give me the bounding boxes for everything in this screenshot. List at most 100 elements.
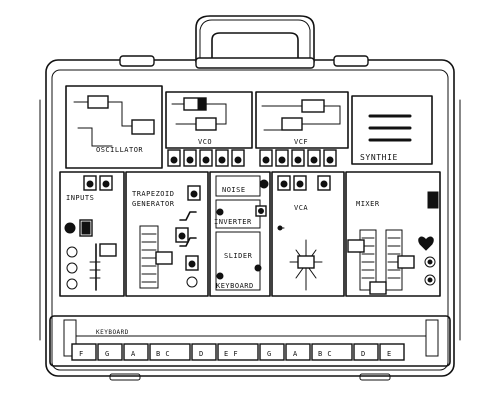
mixer-slider-track-1 <box>359 229 377 291</box>
input-switch[interactable] <box>81 221 91 235</box>
vco-jacks <box>167 149 245 167</box>
trapezoid-slider-handle[interactable] <box>155 251 173 265</box>
module-trapezoid: TRAPEZOID GENERATOR <box>125 171 209 297</box>
keyboard-keys: F G A B C D E F <box>71 343 405 361</box>
mixer-jack[interactable] <box>424 274 436 286</box>
trapezoid-output-jack[interactable] <box>186 276 198 288</box>
vcf-jack[interactable] <box>278 156 286 164</box>
key[interactable]: A <box>123 343 149 361</box>
vca-label: VCA <box>294 204 308 212</box>
module-inputs: INPUTS <box>59 171 125 297</box>
key[interactable]: D <box>353 343 379 361</box>
key-label: G <box>105 350 110 358</box>
vco-jack[interactable] <box>218 156 226 164</box>
vcf-jack[interactable] <box>326 156 334 164</box>
vca-jack[interactable] <box>296 180 304 188</box>
key[interactable]: B C <box>149 343 191 361</box>
key[interactable]: G <box>259 343 285 361</box>
noise-label: NOISE <box>222 186 246 194</box>
trapezoid-wave-icon <box>179 211 197 221</box>
inverter-jack[interactable] <box>216 208 224 216</box>
key[interactable]: B C <box>311 343 353 361</box>
key[interactable]: A <box>285 343 311 361</box>
mixer-slider-handle-2[interactable] <box>397 255 415 269</box>
vcf-jack[interactable] <box>294 156 302 164</box>
module-mixer: MIXER <box>345 171 441 297</box>
trapezoid-label-1: TRAPEZOID <box>132 190 174 198</box>
inputs-label: INPUTS <box>66 194 94 202</box>
case-feet <box>109 373 391 381</box>
vca-jack[interactable] <box>280 180 288 188</box>
vco-jack[interactable] <box>186 156 194 164</box>
keyboard-label: KEYBOARD <box>96 329 129 336</box>
keyboard-control-jack[interactable] <box>216 272 224 280</box>
keyboard-cheek-left <box>63 319 77 357</box>
input-jack[interactable] <box>86 180 94 188</box>
module-synth-title: SYNTHIE <box>351 95 433 165</box>
noise-jack[interactable] <box>259 179 269 189</box>
inverter-label: INVERTER <box>214 218 252 226</box>
slider-jack[interactable] <box>254 264 262 272</box>
mixer-jack[interactable] <box>424 256 436 268</box>
input-knob[interactable] <box>64 222 76 234</box>
vco-switch[interactable] <box>197 97 207 111</box>
oscillator-block-1 <box>87 95 109 109</box>
mixer-slider-handle-3[interactable] <box>369 281 387 295</box>
vcf-label: VCF <box>294 138 308 146</box>
key-label: G <box>267 350 272 358</box>
input-jack[interactable] <box>66 262 78 274</box>
vco-jack[interactable] <box>234 156 242 164</box>
key-label: E F <box>224 350 238 358</box>
key-label: B C <box>156 350 170 358</box>
key-label: D <box>199 350 204 358</box>
case-body <box>39 55 461 377</box>
synth-title: SYNTHIE <box>360 153 398 162</box>
vcf-jack[interactable] <box>310 156 318 164</box>
trapezoid-jack[interactable] <box>188 260 196 268</box>
vco-jack[interactable] <box>202 156 210 164</box>
module-utility-stack: NOISE INVERTER SLIDER KEYBOARD <box>209 171 271 297</box>
keyboard-cheek-right <box>425 319 439 357</box>
vca-jack[interactable] <box>320 180 328 188</box>
module-vco: VCO <box>165 91 253 167</box>
key-label: A <box>293 350 298 358</box>
inverter-jack[interactable] <box>258 208 264 214</box>
oscillator-block-2 <box>131 119 155 135</box>
input-jack[interactable] <box>66 246 78 258</box>
key-label: B C <box>318 350 332 358</box>
input-jack[interactable] <box>102 180 110 188</box>
key[interactable]: F <box>71 343 97 361</box>
key[interactable]: E F <box>217 343 259 361</box>
mixer-heart-knob[interactable] <box>418 236 434 251</box>
key-label: E <box>387 350 392 358</box>
key[interactable]: D <box>191 343 217 361</box>
vco-jack[interactable] <box>170 156 178 164</box>
mixer-label: MIXER <box>356 200 380 208</box>
key-label: D <box>361 350 366 358</box>
input-slider-handle[interactable] <box>99 243 117 257</box>
module-vcf: VCF <box>255 91 349 167</box>
mixer-slider-handle-1[interactable] <box>347 239 365 253</box>
mixer-switch[interactable] <box>427 191 439 209</box>
slider-label: SLIDER <box>224 252 253 260</box>
vco-label: VCO <box>198 138 212 146</box>
oscillator-label: OSCILLATOR <box>96 146 143 154</box>
trapezoid-label-2: GENERATOR <box>132 200 175 208</box>
keyboard-control-label: KEYBOARD <box>216 282 254 290</box>
key-label: A <box>131 350 136 358</box>
vca-fader-handle[interactable] <box>297 255 315 269</box>
vcf-jack[interactable] <box>262 156 270 164</box>
key[interactable]: E <box>379 343 405 361</box>
trapezoid-jack[interactable] <box>190 190 198 198</box>
key[interactable]: G <box>97 343 123 361</box>
case-handle <box>195 15 315 63</box>
input-jack[interactable] <box>66 278 78 290</box>
keyboard-section: KEYBOARD F G A B C D <box>49 315 451 367</box>
vcf-jacks <box>259 149 337 167</box>
module-vca: VCA <box>271 171 345 297</box>
key-label: F <box>79 350 84 358</box>
module-oscillator: OSCILLATOR <box>65 85 163 169</box>
vcf-block <box>301 99 325 113</box>
trapezoid-jack[interactable] <box>178 232 186 240</box>
